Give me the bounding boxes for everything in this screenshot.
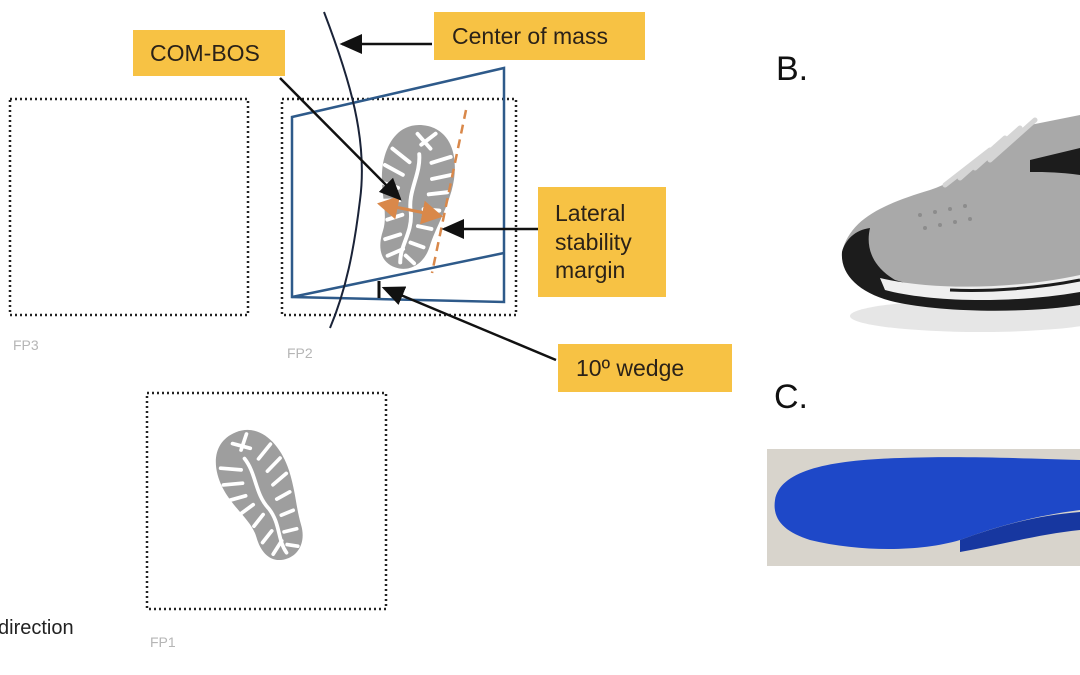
wedge-label-text: 10º wedge	[576, 354, 685, 381]
center-of-mass-label-text: Center of mass	[452, 22, 608, 49]
center-of-mass-trajectory	[323, 11, 363, 329]
force-plate-fp3	[8, 97, 250, 317]
footprint-fp1	[203, 417, 322, 574]
panel-letter-c: C.	[774, 378, 808, 416]
walking-direction-label: direction	[0, 617, 74, 639]
orthotic-insole-image	[767, 449, 1080, 566]
force-plate-fp1	[145, 391, 388, 611]
fp3-label: FP3	[13, 337, 39, 353]
lateral-stability-margin-label: Lateral stability margin	[538, 187, 666, 297]
panel-letter-b: B.	[776, 50, 809, 88]
com-bos-distance-arrow	[377, 195, 443, 225]
com-bos-label: COM-BOS	[133, 30, 285, 76]
label-line: stability	[555, 228, 632, 255]
force-plate-fp2	[280, 97, 518, 317]
wedge-arrow	[381, 286, 557, 362]
wedge-outline	[290, 66, 506, 304]
label-line: margin	[555, 257, 626, 284]
lateral-margin-line	[430, 109, 468, 274]
wedge-slope-line	[291, 251, 505, 299]
label-line: Lateral	[555, 199, 626, 226]
fp2-label: FP2	[287, 345, 313, 361]
fp1-label: FP1	[150, 634, 176, 650]
running-shoe-image	[841, 115, 1080, 332]
com-bos-arrow	[279, 77, 402, 201]
wedge-label: 10º wedge	[558, 344, 732, 392]
center-of-mass-label: Center of mass	[434, 12, 645, 60]
com-bos-label-text: COM-BOS	[150, 39, 260, 66]
footprint-fp2	[360, 116, 466, 278]
